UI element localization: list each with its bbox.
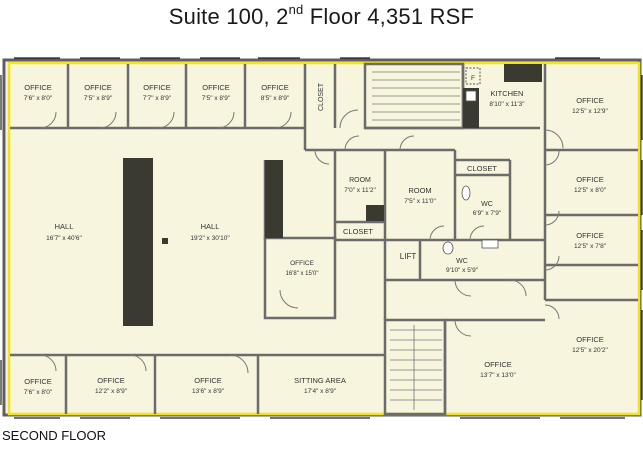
kitchen-counter	[504, 64, 542, 82]
room-label: OFFICE	[576, 335, 604, 344]
room-label: ROOM	[349, 177, 371, 184]
room-dimension: 7'5" x 11'0"	[404, 198, 436, 205]
room-dimension: 12'5" x 20'2"	[572, 347, 608, 354]
room-dimension: 12'2" x 8'9"	[95, 388, 128, 395]
room-dimension: 16'7" x 40'6"	[46, 235, 82, 242]
room-dimension: 19'2" x 30'10"	[190, 235, 230, 242]
room-dimension: 7'5" x 8'9"	[202, 95, 231, 102]
room-dimension: 16'8" x 15'0"	[286, 271, 319, 277]
suite-outline	[7, 61, 641, 416]
column-wall-left	[123, 158, 153, 326]
room-label: HALL	[201, 222, 220, 231]
room-label: OFFICE	[576, 175, 604, 184]
room-dimension: 6'9" x 7'9"	[473, 210, 502, 217]
room-label: OFFICE	[576, 96, 604, 105]
room-label: OFFICE	[24, 83, 52, 92]
room-dimension: 12'5" x 8'0"	[574, 187, 607, 194]
room-dimension: 7'7" x 8'9"	[143, 95, 172, 102]
door-swings	[39, 109, 564, 374]
toilet-icon-2	[442, 241, 454, 255]
stairs-bottom	[390, 325, 442, 410]
window-marks	[0, 57, 643, 419]
room-dimension: 12'5" x 12'9"	[572, 108, 608, 115]
room-label: ROOM	[408, 186, 431, 195]
room-label: OFFICE	[261, 83, 289, 92]
room-label: OFFICE	[24, 377, 52, 386]
room-dimension: 8'5" x 8'9"	[261, 95, 290, 102]
shaft-block	[366, 205, 384, 221]
room-dimension: 17'4" x 8'9"	[304, 388, 337, 395]
room-label: KITCHEN	[491, 89, 524, 98]
room-label: OFFICE	[97, 376, 125, 385]
room-label: OFFICE	[484, 360, 512, 369]
room-label: WC	[481, 201, 493, 208]
room-label: CLOSET	[343, 227, 373, 236]
room-label: OFFICE	[84, 83, 112, 92]
room-label: SITTING AREA	[294, 376, 346, 385]
toilet-icon	[461, 185, 471, 201]
room-dimension: 12'5" x 7'8"	[574, 243, 607, 250]
room-dimension: 7'6" x 8'0"	[24, 95, 53, 102]
room-dimension: 9'10" x 5'9"	[446, 267, 479, 274]
room-label: OFFICE	[202, 83, 230, 92]
stairs-top	[372, 71, 460, 121]
room-dimension: 8'10" x 11'3"	[489, 101, 525, 108]
room-label: WC	[456, 258, 468, 265]
room-label: OFFICE	[290, 260, 314, 267]
room-dimension: 13'7" x 13'0"	[480, 372, 516, 379]
room-dimension: 7'5" x 8'9"	[84, 95, 113, 102]
room-label: OFFICE	[576, 231, 604, 240]
page-title: Suite 100, 2nd Floor 4,351 RSF	[168, 2, 475, 29]
room-label: OFFICE	[194, 376, 222, 385]
column-dot	[162, 238, 168, 244]
fridge-icon	[465, 67, 481, 85]
room-dimension: 13'6" x 8'9"	[192, 388, 225, 395]
wc-sink-icon	[481, 239, 499, 249]
sink-icon	[465, 90, 477, 102]
room-label: CLOSET	[467, 164, 497, 173]
room-dimension: 7'6" x 8'0"	[24, 389, 53, 396]
room-label: F	[471, 75, 475, 82]
column-wall-mid	[265, 160, 283, 238]
room-label: LIFT	[400, 252, 417, 261]
room-dimension: 7'0" x 11'2"	[344, 187, 376, 194]
floor-caption: SECOND FLOOR	[2, 428, 107, 443]
room-label: HALL	[55, 222, 74, 231]
room-label: OFFICE	[143, 83, 171, 92]
room-label: CLOSET	[318, 82, 325, 111]
